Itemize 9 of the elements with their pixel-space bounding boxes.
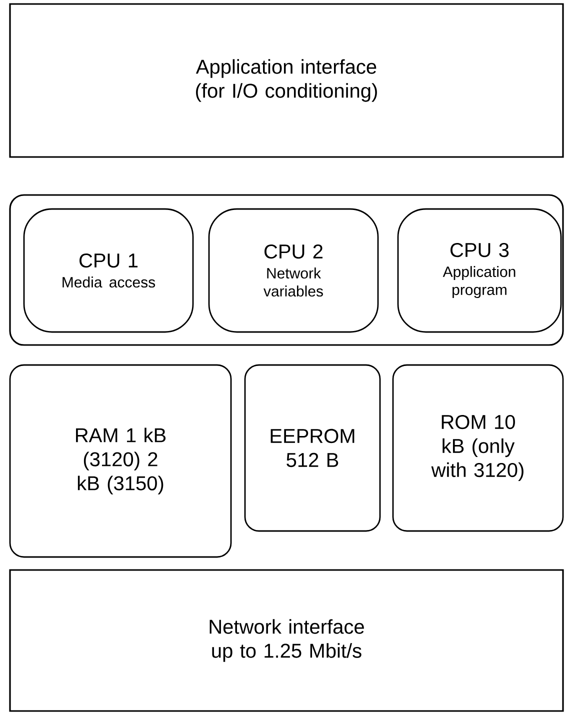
cpu-group-box [9,194,564,346]
cpu-capsule: CPU 1 Media access [23,208,194,333]
interface-box: Network interface up to 1.25 Mbit/s [9,569,564,712]
memory-box: ROM 10 kB (only with 3120) [392,364,564,532]
cpu-capsule: CPU 3 Application program [397,208,562,333]
interface-box: Application interface (for I/O conditioning) [9,3,564,158]
cpu-capsule: CPU 2 Network variables [208,208,379,333]
memory-box: EEPROM 512 B [244,364,381,532]
memory-box: RAM 1 kB (3120) 2 kB (3150) [9,364,232,558]
